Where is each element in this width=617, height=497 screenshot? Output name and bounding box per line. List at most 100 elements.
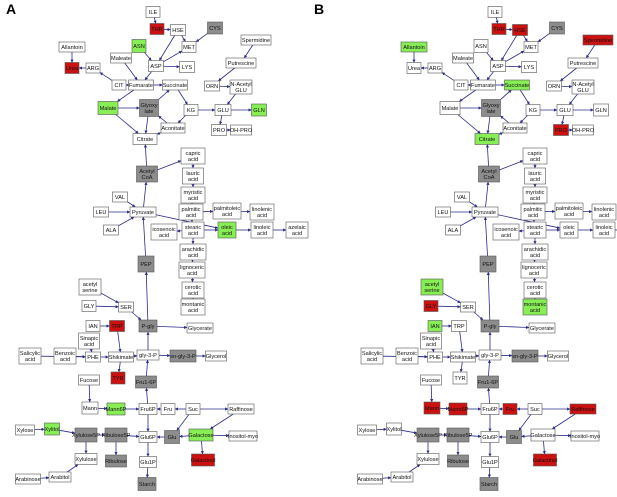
node-THR: THR xyxy=(491,23,507,35)
node-box xyxy=(479,477,499,491)
node-box xyxy=(582,34,614,46)
node-box xyxy=(131,39,147,53)
node-label: PHE xyxy=(429,355,441,361)
node-label: ARG xyxy=(429,66,441,72)
node-box xyxy=(522,147,548,165)
node-Allantoin: Allantoin xyxy=(58,41,86,53)
node-label: Fucose xyxy=(422,378,440,384)
node-box xyxy=(74,453,98,465)
node-Xylitol: Xylitol xyxy=(386,422,402,436)
node-label: acid xyxy=(501,233,511,239)
node-CYS: CYS xyxy=(207,21,223,35)
node-label: Salicylic xyxy=(20,351,40,357)
node-box xyxy=(93,206,109,218)
node-box xyxy=(522,298,548,316)
node-box xyxy=(58,41,86,53)
node-label: Malate xyxy=(442,106,459,112)
node-Fucose: Fucose xyxy=(78,374,100,386)
edge-Arabitol-Xylulose xyxy=(408,464,421,473)
node-Suc: Suc xyxy=(185,403,201,415)
node-box xyxy=(480,403,500,415)
node-label: ORN xyxy=(548,84,560,90)
node-label: acid xyxy=(530,177,540,183)
node-label: Mann6P xyxy=(106,407,127,413)
node-label: acid xyxy=(530,291,540,297)
node-label: Shikimate xyxy=(109,355,134,361)
node-TYR: TYR xyxy=(452,371,468,385)
node-label: gly-3-P xyxy=(481,353,499,359)
node-PEP: PEP xyxy=(479,255,497,273)
node-label: CoA xyxy=(142,175,153,181)
node-label: Fumarate xyxy=(129,83,153,89)
edge-Fumarate-Malate xyxy=(117,89,135,102)
node-ORN: ORN xyxy=(546,80,562,92)
node-label: TRP xyxy=(111,324,122,330)
node-PEP: PEP xyxy=(137,255,155,273)
node-Starch: Starch xyxy=(137,477,157,491)
edge-Pgly-Glycerate xyxy=(498,325,530,329)
node-label: Glu1P xyxy=(140,460,156,466)
edge-Arabitol-Xylulose xyxy=(66,464,79,473)
node-LYS: LYS xyxy=(179,61,195,73)
node-SER: SER xyxy=(118,301,134,313)
node-label: Xylose xyxy=(17,428,34,434)
node-label: Xylulose5P xyxy=(72,433,100,439)
node-label: KG xyxy=(529,108,537,114)
node-box xyxy=(491,23,507,35)
node-label: Spermidine xyxy=(242,38,270,44)
node-Aconitate: Aconitate xyxy=(502,122,528,134)
edge-Raffinose-Galactose xyxy=(552,413,576,430)
node-label: Inositol-myo xyxy=(228,434,258,440)
edge-AcetylCoA-Citrate xyxy=(143,144,148,167)
node-box xyxy=(214,104,232,116)
edge-Malate-Citrate xyxy=(457,114,481,134)
node-box xyxy=(180,147,206,165)
node-box xyxy=(572,124,594,136)
node-box xyxy=(179,61,195,73)
node-label: ARG xyxy=(87,66,99,72)
node-SER: SER xyxy=(460,301,476,313)
node-CIT: CIT xyxy=(453,79,469,91)
node-box xyxy=(492,223,520,241)
node-label: Sinapic xyxy=(80,336,99,342)
edge-Maleate-Fumarate xyxy=(466,62,480,81)
node-box xyxy=(169,349,197,363)
node-Mann: Mann xyxy=(81,401,99,415)
node-box xyxy=(406,62,422,74)
node-box xyxy=(423,401,441,415)
node-label: GLU xyxy=(577,88,589,94)
node-Galactose: Galactose xyxy=(188,428,214,442)
edge-ASP-LYS xyxy=(163,65,180,69)
edge-Pgly-PEP xyxy=(486,271,491,321)
node-Galactinol: Galactinol xyxy=(191,453,215,467)
node-box xyxy=(474,133,500,145)
node-box xyxy=(471,206,499,218)
node-box xyxy=(250,221,274,239)
node-label: Malate xyxy=(100,106,117,112)
node-Spermidine: Spermidine xyxy=(240,34,272,46)
node-Glu6P: Glu6P xyxy=(480,431,500,443)
node-label: Shikimate xyxy=(451,355,476,361)
node-label: acid xyxy=(599,213,609,219)
node-Maleate: Maleate xyxy=(110,52,132,64)
node-label: acid xyxy=(257,213,267,219)
node-box xyxy=(111,79,127,91)
node-label: ASN xyxy=(133,44,145,50)
node-label: sn-gly-3-P xyxy=(170,354,196,360)
node-box xyxy=(571,79,595,95)
node-label: Pyruvate xyxy=(474,210,496,216)
node-box xyxy=(228,430,258,442)
node-label: capric xyxy=(186,151,201,157)
node-box xyxy=(81,300,97,312)
edge-HSE-ASP xyxy=(501,35,517,61)
